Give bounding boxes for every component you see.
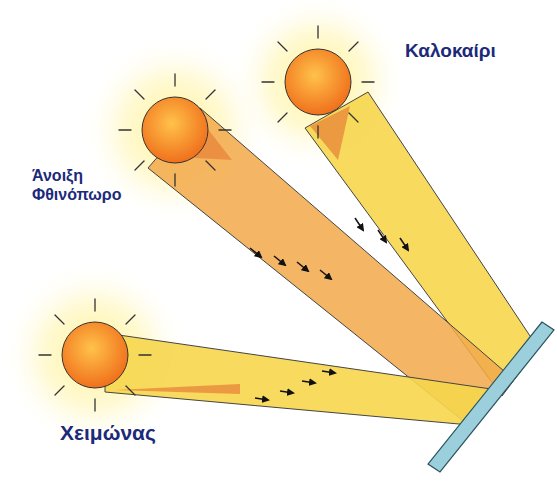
season-label: Καλοκαίρι [405,40,496,63]
season-label: Χειμώνας [60,420,156,445]
season-label: Άνοιξη Φθινόπωρο [32,166,140,204]
